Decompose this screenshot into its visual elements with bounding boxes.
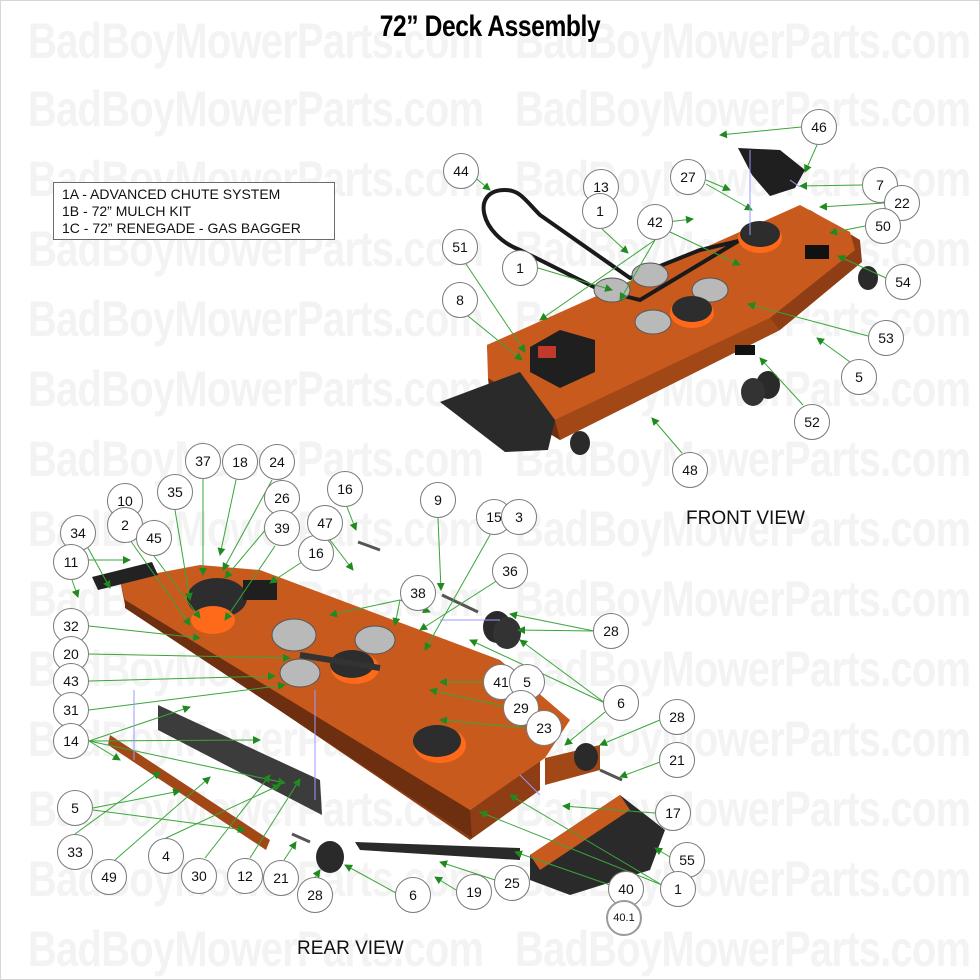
- callout-part-18[interactable]: 18: [222, 444, 258, 480]
- callout-part-5[interactable]: 5: [841, 359, 877, 395]
- leader-lines: [71, 126, 887, 894]
- callout-part-49[interactable]: 49: [91, 859, 127, 895]
- callout-part-4[interactable]: 4: [148, 838, 184, 874]
- front-view-deck: [440, 148, 878, 455]
- kit-line-1c: 1C - 72” RENEGADE - GAS BAGGER: [62, 220, 301, 236]
- callout-part-50[interactable]: 50: [865, 208, 901, 244]
- callout-part-14[interactable]: 14: [53, 723, 89, 759]
- callout-part-23[interactable]: 23: [526, 710, 562, 746]
- watermark: BadBoyMowerParts.com: [515, 13, 971, 69]
- callout-part-8[interactable]: 8: [442, 282, 478, 318]
- callout-part-39[interactable]: 39: [264, 510, 300, 546]
- callout-part-21[interactable]: 21: [659, 742, 695, 778]
- front-view-label: FRONT VIEW: [686, 508, 805, 529]
- callout-part-51[interactable]: 51: [442, 229, 478, 265]
- callout-part-28[interactable]: 28: [659, 699, 695, 735]
- watermark: BadBoyMowerParts.com: [515, 81, 971, 137]
- rear-view-deck: [92, 540, 665, 895]
- callout-part-52[interactable]: 52: [794, 404, 830, 440]
- callout-part-29[interactable]: 29: [503, 690, 539, 726]
- callout-part-40-1[interactable]: 40.1: [606, 900, 642, 936]
- watermark: BadBoyMowerParts.com: [515, 431, 971, 487]
- watermark: BadBoyMowerParts.com: [515, 571, 971, 627]
- callout-part-6[interactable]: 6: [395, 877, 431, 913]
- callout-part-9[interactable]: 9: [420, 482, 456, 518]
- callout-part-33[interactable]: 33: [57, 834, 93, 870]
- callout-part-1[interactable]: 1: [502, 250, 538, 286]
- callout-part-17[interactable]: 17: [655, 795, 691, 831]
- callout-part-11[interactable]: 11: [53, 544, 89, 580]
- watermark: BadBoyMowerParts.com: [515, 641, 971, 697]
- watermark: BadBoyMowerParts.com: [28, 81, 484, 137]
- callout-part-36[interactable]: 36: [492, 553, 528, 589]
- callout-part-46[interactable]: 46: [801, 109, 837, 145]
- callout-part-12[interactable]: 12: [227, 858, 263, 894]
- callout-part-35[interactable]: 35: [157, 474, 193, 510]
- rear-view-label: REAR VIEW: [297, 938, 404, 959]
- callout-part-3[interactable]: 3: [501, 499, 537, 535]
- watermark: BadBoyMowerParts.com: [28, 291, 484, 347]
- callout-part-24[interactable]: 24: [259, 444, 295, 480]
- assembly-guide-lines: [133, 150, 801, 800]
- page-title: 72” Deck Assembly: [379, 10, 601, 43]
- callout-part-42[interactable]: 42: [637, 204, 673, 240]
- watermark: BadBoyMowerParts.com: [515, 921, 971, 977]
- callout-part-5[interactable]: 5: [57, 790, 93, 826]
- callout-part-31[interactable]: 31: [53, 692, 89, 728]
- callout-part-16[interactable]: 16: [327, 471, 363, 507]
- callout-part-53[interactable]: 53: [868, 320, 904, 356]
- callout-part-1[interactable]: 1: [660, 871, 696, 907]
- callout-part-48[interactable]: 48: [672, 452, 708, 488]
- callout-part-25[interactable]: 25: [494, 865, 530, 901]
- callout-part-37[interactable]: 37: [185, 443, 221, 479]
- callout-part-19[interactable]: 19: [456, 874, 492, 910]
- callout-part-47[interactable]: 47: [307, 505, 343, 541]
- watermark: BadBoyMowerParts.com: [515, 501, 971, 557]
- callout-part-28[interactable]: 28: [297, 877, 333, 913]
- callout-part-45[interactable]: 45: [136, 520, 172, 556]
- callout-part-28[interactable]: 28: [593, 613, 629, 649]
- callout-part-30[interactable]: 30: [181, 858, 217, 894]
- callout-part-27[interactable]: 27: [670, 159, 706, 195]
- callout-part-21[interactable]: 21: [263, 860, 299, 896]
- kit-line-1a: 1A - ADVANCED CHUTE SYSTEM: [62, 186, 281, 202]
- callout-part-54[interactable]: 54: [885, 264, 921, 300]
- callout-part-1[interactable]: 1: [582, 193, 618, 229]
- kits-legend: 1A - ADVANCED CHUTE SYSTEM 1B - 72” MULC…: [53, 182, 335, 240]
- watermark: BadBoyMowerParts.com: [28, 921, 484, 977]
- callout-part-44[interactable]: 44: [443, 153, 479, 189]
- watermark: BadBoyMowerParts.com: [28, 361, 484, 417]
- kit-line-1b: 1B - 72” MULCH KIT: [62, 203, 192, 219]
- callout-part-6[interactable]: 6: [603, 685, 639, 721]
- callout-part-38[interactable]: 38: [400, 575, 436, 611]
- watermark: BadBoyMowerParts.com: [28, 13, 484, 69]
